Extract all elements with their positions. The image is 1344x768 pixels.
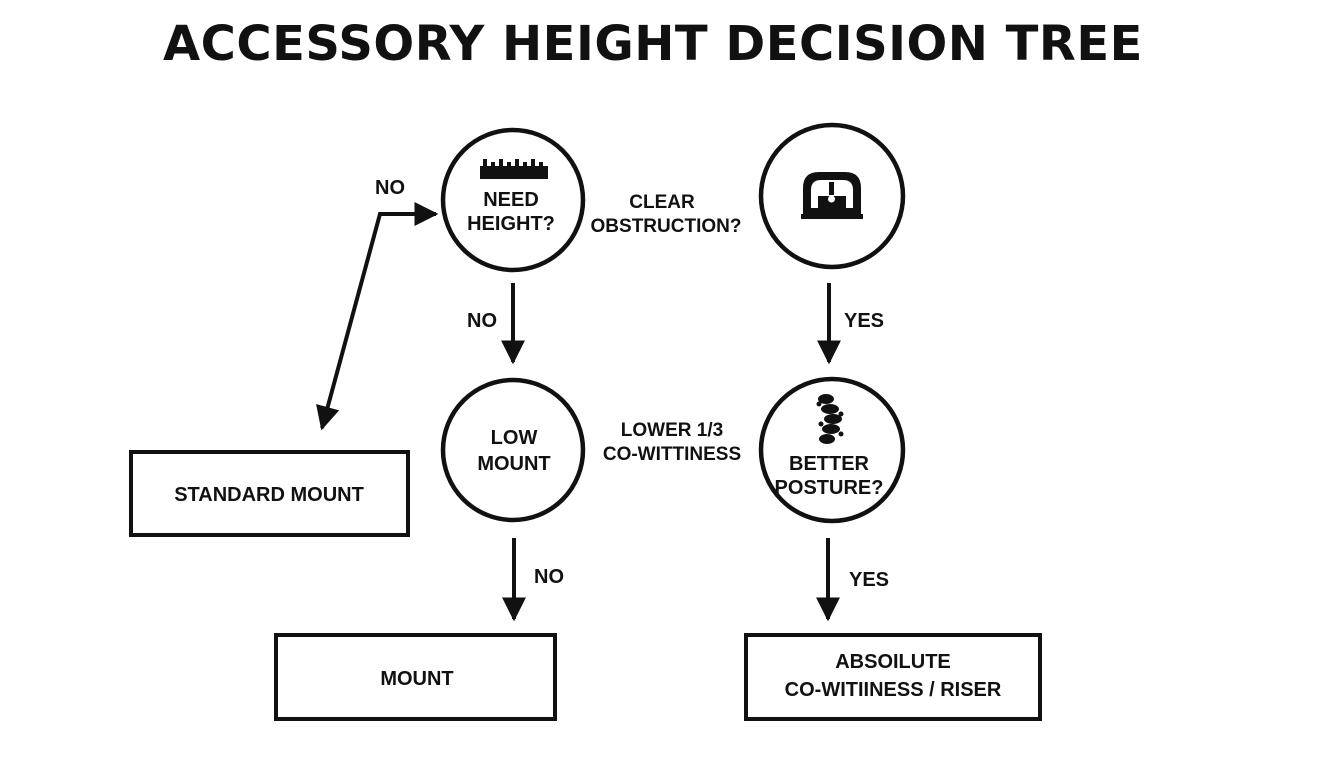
absolute-riser-line2: CO-WITIINESS / RISER	[785, 679, 1002, 701]
low-mount-line1: LOW	[491, 427, 538, 449]
connector-lower-cowitness: LOWER 1/3 CO-WITTINESS	[603, 420, 741, 465]
lower-cowitness-line2: CO-WITTINESS	[603, 444, 741, 465]
better-posture-line1: BETTER	[789, 453, 870, 475]
low-mount-line2: MOUNT	[477, 453, 550, 475]
node-need-height: NEED HEIGHT?	[440, 127, 586, 273]
node-mount: MOUNT	[274, 633, 557, 721]
standard-mount-label: STANDARD MOUNT	[174, 484, 364, 506]
clear-obstruction-line1: CLEAR	[629, 192, 695, 213]
obstruction-icon	[801, 172, 863, 219]
spine-icon	[816, 394, 844, 444]
node-absolute-riser: ABSOILUTE CO-WITIINESS / RISER	[744, 633, 1042, 721]
edge-label-standard-need: NO	[375, 177, 405, 199]
edge-label-low-mount: NO	[534, 566, 564, 588]
node-low-mount: LOW MOUNT	[440, 377, 586, 523]
clear-obstruction-line2: OBSTRUCTION?	[591, 216, 742, 237]
edge-label-obstruction-posture: YES	[844, 310, 884, 332]
edge-label-posture-riser: YES	[849, 569, 889, 591]
node-clear-obstruction	[758, 122, 906, 270]
mount-label: MOUNT	[380, 668, 453, 690]
connector-clear-obstruction: CLEAR OBSTRUCTION?	[591, 192, 742, 237]
need-height-line1: NEED	[483, 189, 539, 211]
edge-label-need-low: NO	[467, 310, 497, 332]
arrow-standard-need	[316, 202, 439, 431]
diagram-title: ACCESSORY HEIGHT DECISION TREE	[163, 16, 1143, 72]
lower-cowitness-line1: LOWER 1/3	[621, 420, 723, 441]
node-standard-mount: STANDARD MOUNT	[129, 450, 410, 537]
node-better-posture: BETTER POSTURE?	[758, 376, 906, 524]
ruler-icon	[480, 159, 548, 179]
absolute-riser-line1: ABSOILUTE	[835, 651, 951, 673]
better-posture-line2: POSTURE?	[775, 477, 884, 499]
need-height-line2: HEIGHT?	[467, 213, 555, 235]
